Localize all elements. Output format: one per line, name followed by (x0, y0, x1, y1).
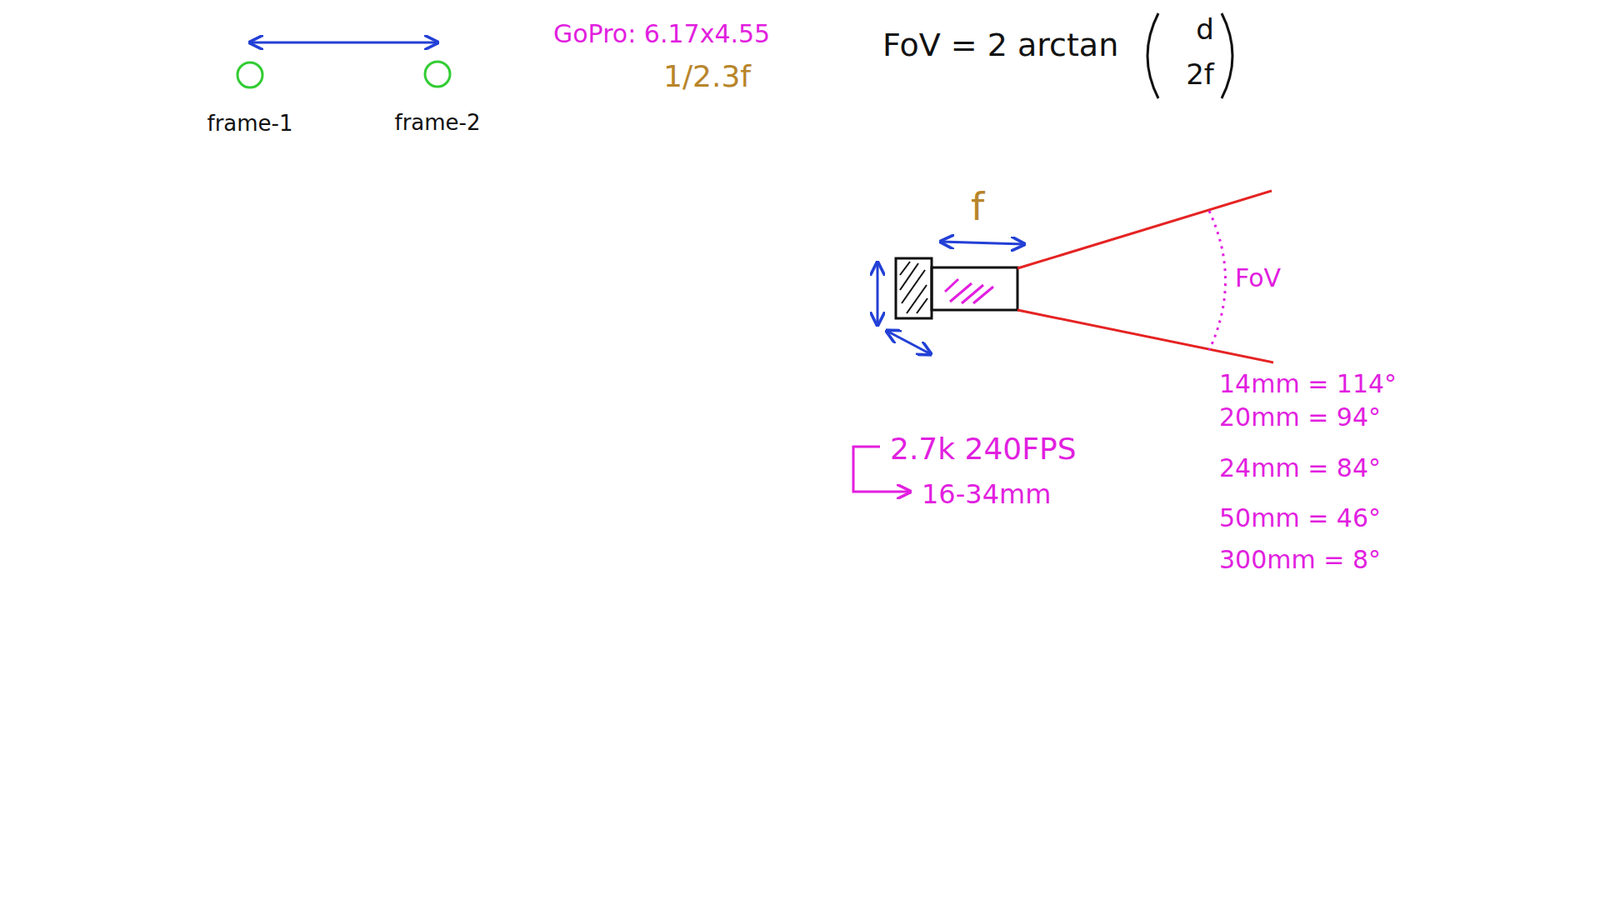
formula: FoV = 2 arctan (882, 28, 1119, 64)
focal-range: 16-34mm (921, 480, 1051, 510)
parenthesis (1221, 13, 1233, 99)
frame-label: frame-2 (394, 110, 480, 135)
fov-label: FoV (1235, 264, 1281, 292)
frame-circle (237, 62, 263, 88)
frame-node: frame-1 (206, 60, 293, 136)
lens-barrel (931, 267, 1018, 310)
formula-numerator: d (1195, 14, 1215, 45)
dimension-arrow (876, 262, 880, 325)
camera-spec: GoPro: 6.17x4.55 (553, 20, 770, 48)
fov-ray (1017, 310, 1274, 363)
fov-table-row: 50mm = 46° (1219, 504, 1381, 532)
frame-label: frame-1 (206, 111, 293, 136)
fov-ray (1017, 190, 1272, 269)
dimension-arrow (886, 330, 931, 355)
frame-circle (422, 59, 453, 90)
focal-length-label: f (970, 185, 985, 229)
dimension-arrow (940, 241, 1025, 245)
sensor-hatching (900, 261, 928, 314)
fov-table-row: 20mm = 94° (1219, 403, 1381, 431)
parenthesis (1147, 13, 1159, 99)
lens-hatching (945, 279, 994, 304)
frame-node: frame-2 (394, 59, 480, 135)
fov-table-row: 300mm = 8° (1219, 545, 1381, 574)
fov-table-row: 24mm = 84° (1219, 454, 1381, 482)
motion-arrow (250, 41, 438, 45)
fov-arc (1209, 210, 1226, 350)
frame-circle (235, 60, 265, 90)
sensor-box (895, 258, 932, 319)
sensor-format: 1/2.3f (663, 60, 751, 94)
frame-circle (425, 61, 450, 87)
fov-table-row: 14mm = 114° (1219, 370, 1397, 398)
formula-denominator: 2f (1185, 59, 1215, 90)
video-mode: 2.7k 240FPS (890, 432, 1077, 466)
